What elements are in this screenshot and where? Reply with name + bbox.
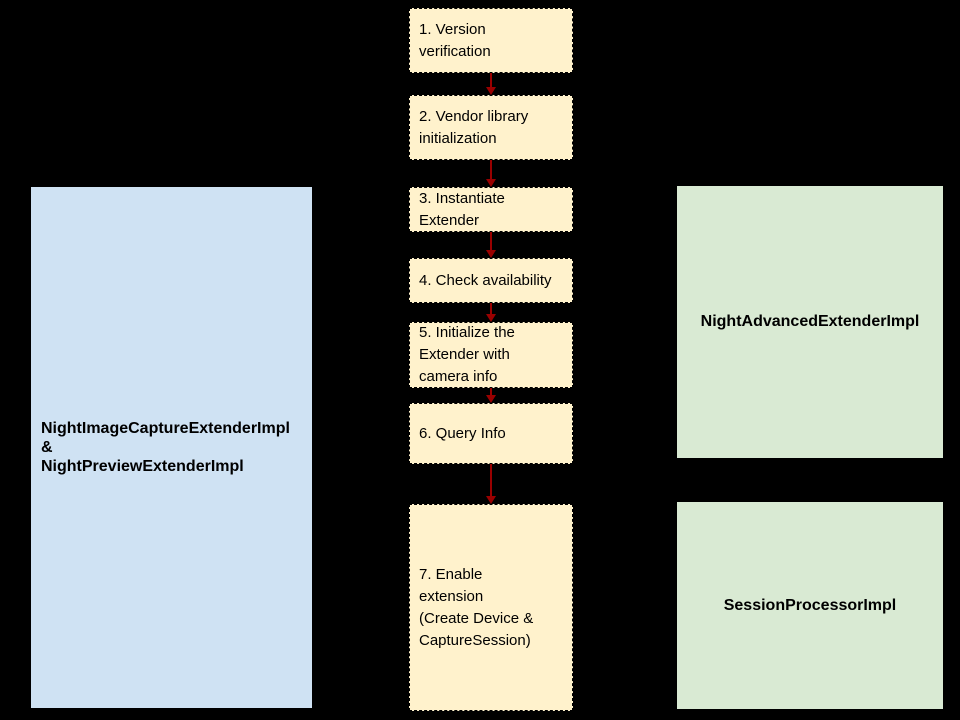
step-1-version-verification: 1. Version verification (409, 8, 573, 73)
step-5-initialize-extender: 5. Initialize the Extender with camera i… (409, 322, 573, 388)
arrowhead-icon (486, 314, 496, 322)
right-session-processor-box: SessionProcessorImpl (677, 502, 943, 709)
step-4-label: 4. Check availability (419, 271, 552, 289)
step-4-check-availability: 4. Check availability (409, 258, 573, 303)
step-2-label: 2. Vendor library initialization (419, 107, 529, 147)
right-advanced-extender-box: NightAdvancedExtenderImpl (677, 186, 943, 458)
arrowhead-icon (486, 496, 496, 504)
step-6-query-info: 6. Query Info (409, 403, 573, 464)
step-3-label: 3. Instantiate Extender (419, 189, 505, 229)
arrowhead-icon (486, 179, 496, 187)
arrow-step4-to-step5 (486, 303, 496, 322)
right-session-processor-label: SessionProcessorImpl (723, 596, 897, 614)
arrow-step3-to-step4 (486, 232, 496, 258)
step-2-vendor-library-initialization: 2. Vendor library initialization (409, 95, 573, 160)
right-advanced-extender-label: NightAdvancedExtenderImpl (700, 313, 920, 330)
step-7-label: 7. Enable extension (Create Device & Cap… (419, 565, 534, 649)
step-6-label: 6. Query Info (419, 424, 506, 442)
arrowhead-icon (486, 250, 496, 258)
arrowhead-icon (486, 87, 496, 95)
step-1-label: 1. Version verification (419, 20, 491, 60)
step-3-instantiate-extender: 3. Instantiate Extender (409, 187, 573, 232)
step-7-enable-extension: 7. Enable extension (Create Device & Cap… (409, 504, 573, 711)
arrowhead-icon (486, 395, 496, 403)
arrow-step5-to-step6 (486, 388, 496, 403)
arrow-step1-to-step2 (486, 73, 496, 95)
arrow-step6-to-step7 (486, 464, 496, 504)
left-impl-label: NightImageCaptureExtenderImpl & NightPre… (41, 420, 290, 475)
step-5-label: 5. Initialize the Extender with camera i… (419, 324, 515, 385)
arrow-step2-to-step3 (486, 160, 496, 187)
left-impl-box: NightImageCaptureExtenderImpl & NightPre… (31, 187, 312, 708)
